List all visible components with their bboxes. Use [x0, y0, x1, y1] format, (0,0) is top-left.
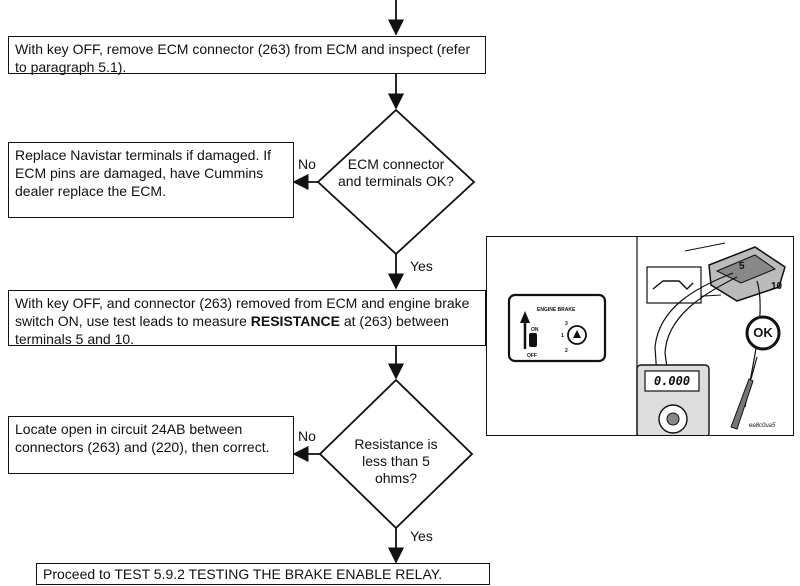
no-label-2: No — [298, 428, 316, 444]
step-replace-terminals: Replace Navistar terminals if damaged. I… — [8, 142, 294, 218]
no-label-1: No — [298, 156, 316, 172]
multimeter-reading: 0.000 — [653, 374, 691, 388]
step-proceed-text: Proceed to TEST 5.9.2 TESTING THE BRAKE … — [43, 566, 443, 582]
switch-title: ENGINE BRAKE — [537, 307, 576, 313]
decision-resistance-text: Resistance is less than 5 ohms? — [354, 436, 438, 486]
figure-ref-code: ee8c0ua5 — [749, 423, 776, 429]
step-replace-terminals-text: Replace Navistar terminals if damaged. I… — [15, 147, 271, 199]
step-remove-connector-text: With key OFF, remove ECM connector (263)… — [15, 41, 471, 75]
ok-text: OK — [753, 325, 773, 340]
step-proceed: Proceed to TEST 5.9.2 TESTING THE BRAKE … — [36, 563, 490, 585]
illustration-drawing — [507, 237, 786, 435]
measure-bold: RESISTANCE — [250, 313, 340, 329]
connector-inset-icon — [646, 266, 702, 304]
step-remove-connector: With key OFF, remove ECM connector (263)… — [8, 36, 486, 75]
pin-5-label: 5 — [739, 261, 745, 272]
test-setup-illustration: ENGINE BRAKE ON OFF 3 1 2 5 10 0.000 OK … — [486, 236, 794, 436]
yes-label-2: Yes — [410, 528, 433, 544]
decision-terminals-text: ECM connector and terminals OK? — [338, 156, 454, 189]
yes-label-1: Yes — [410, 258, 433, 274]
step-locate-open: Locate open in circuit 24AB between conn… — [8, 416, 294, 474]
multimeter-display — [644, 370, 700, 392]
switch-pos-3: 3 — [565, 321, 568, 327]
measure-suffix: at (263) between terminals 5 and 10. — [15, 313, 449, 347]
test-probe-icon — [730, 378, 754, 430]
pin-10-label: 10 — [771, 281, 783, 292]
switch-pos-2: 2 — [565, 348, 568, 354]
engine-brake-switch-panel — [507, 293, 607, 363]
step-locate-open-text: Locate open in circuit 24AB between conn… — [15, 421, 270, 455]
step-measure-resistance: With key OFF, and connector (263) remove… — [8, 290, 486, 347]
switch-on-label: ON — [531, 327, 539, 333]
switch-off-label: OFF — [527, 353, 537, 359]
ecm-connector-icon — [684, 242, 786, 302]
measure-prefix: With key OFF, and connector (263) remove… — [15, 295, 470, 329]
ok-badge — [745, 315, 781, 351]
switch-pos-1: 1 — [561, 333, 564, 339]
